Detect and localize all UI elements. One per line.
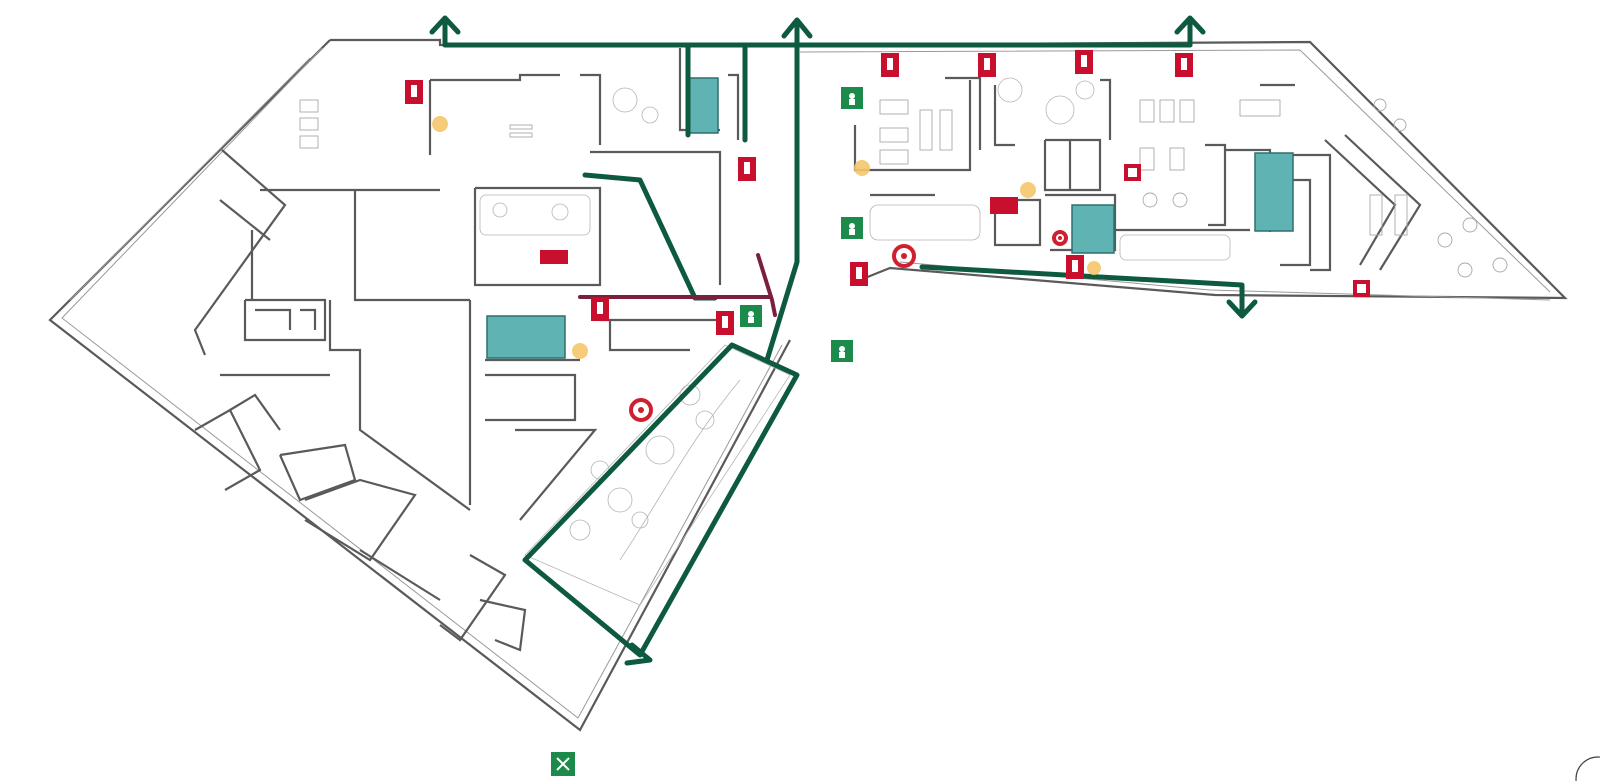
fire-extinguisher-icon xyxy=(1075,50,1093,74)
stairwell-west xyxy=(486,315,566,359)
garden-courtyard xyxy=(524,344,791,606)
evac-route-central-spine xyxy=(764,22,800,363)
first-aid-signs xyxy=(740,87,863,362)
first-aid-icon xyxy=(841,217,863,239)
furniture xyxy=(299,98,1508,278)
exit-arrows xyxy=(429,15,1258,666)
fire-extinguisher-icon xyxy=(881,53,899,77)
fire-alarm-icon xyxy=(1353,280,1370,297)
desk-group-left xyxy=(299,99,533,149)
fire-extinguisher-icon xyxy=(591,297,609,321)
north-arrow-icon xyxy=(1575,756,1600,781)
detectors xyxy=(432,116,1101,359)
evac-route-courtyard-loop xyxy=(522,342,800,658)
exit-arrow-icon xyxy=(1226,299,1258,319)
stairwell-east xyxy=(1254,152,1294,232)
exit-arrow-icon xyxy=(781,17,813,39)
fire-hose-reel-icon xyxy=(629,398,653,422)
smoke-detector-icon xyxy=(1020,182,1036,198)
fire-extinguisher-icon xyxy=(1066,255,1084,279)
fire-alarm-icon xyxy=(1124,164,1141,181)
assembly-point-icon xyxy=(551,752,575,776)
fire-hose-reel-icon xyxy=(1052,230,1068,246)
smoke-detector-icon xyxy=(572,343,588,359)
fire-extinguisher-icon xyxy=(716,311,734,335)
fire-extinguisher-icon xyxy=(738,157,756,181)
garden-planters xyxy=(479,77,1231,261)
exit-arrow-icon xyxy=(1174,15,1206,35)
interior-walls-left xyxy=(193,48,740,652)
fire-signs xyxy=(405,50,1370,335)
alt-route-a-to-b xyxy=(756,253,777,317)
fire-alarm-icon xyxy=(990,197,1018,214)
exit-arrow-icon xyxy=(624,642,653,666)
smoke-detector-icon xyxy=(1087,261,1101,275)
smoke-detector-icon xyxy=(854,160,870,176)
desk-group-right xyxy=(879,98,1508,278)
stairwell-center-east xyxy=(1071,204,1115,254)
fire-extinguisher-icon xyxy=(978,53,996,77)
first-aid-icon xyxy=(740,305,762,327)
fire-alarm-icon xyxy=(540,250,568,264)
fire-extinguisher-icon xyxy=(1175,53,1193,77)
stairwells xyxy=(486,77,1294,359)
evac-route-diagonal-to-corridor xyxy=(582,172,718,301)
fire-extinguisher-icon xyxy=(405,80,423,104)
first-aid-icon xyxy=(831,340,853,362)
fire-hose-reels xyxy=(629,230,1068,422)
evac-route-east-corridor xyxy=(919,264,1245,315)
stairwell-north xyxy=(687,77,719,134)
alternate-route xyxy=(578,253,777,317)
fire-extinguisher-icon xyxy=(850,262,868,286)
fire-hose-reel-icon xyxy=(892,244,916,268)
first-aid-icon xyxy=(841,87,863,109)
exit-arrow-icon xyxy=(429,15,461,35)
building-outline-left-wing xyxy=(48,38,791,732)
smoke-detector-icon xyxy=(432,116,448,132)
evacuation-routes xyxy=(442,17,1245,658)
